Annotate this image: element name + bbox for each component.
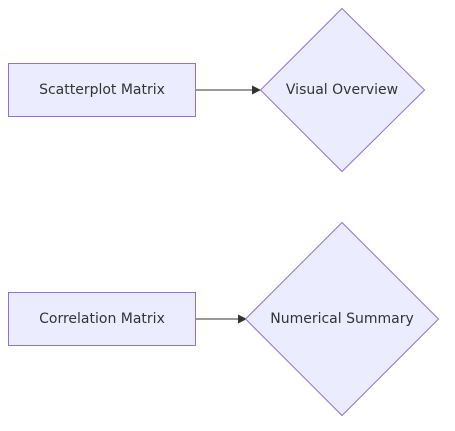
node-scatterplot-matrix[interactable]: Scatterplot Matrix [8,63,196,117]
node-correlation-matrix[interactable]: Correlation Matrix [8,292,196,346]
edge-scatterplot-to-visual [196,85,261,95]
node-numerical-summary[interactable]: Numerical Summary [244,221,440,417]
node-rectangle [8,292,196,346]
edge-correlation-to-numerical [196,314,247,324]
arrow-head-icon [252,85,261,95]
node-diamond [244,221,440,417]
arrow-head-icon [238,314,247,324]
node-label: Scatterplot Matrix [39,82,165,98]
node-rectangle [8,63,196,117]
node-label: Numerical Summary [270,311,414,327]
node-diamond [259,7,426,173]
node-visual-overview[interactable]: Visual Overview [259,7,426,173]
node-label: Correlation Matrix [39,311,165,327]
node-label: Visual Overview [286,82,398,98]
